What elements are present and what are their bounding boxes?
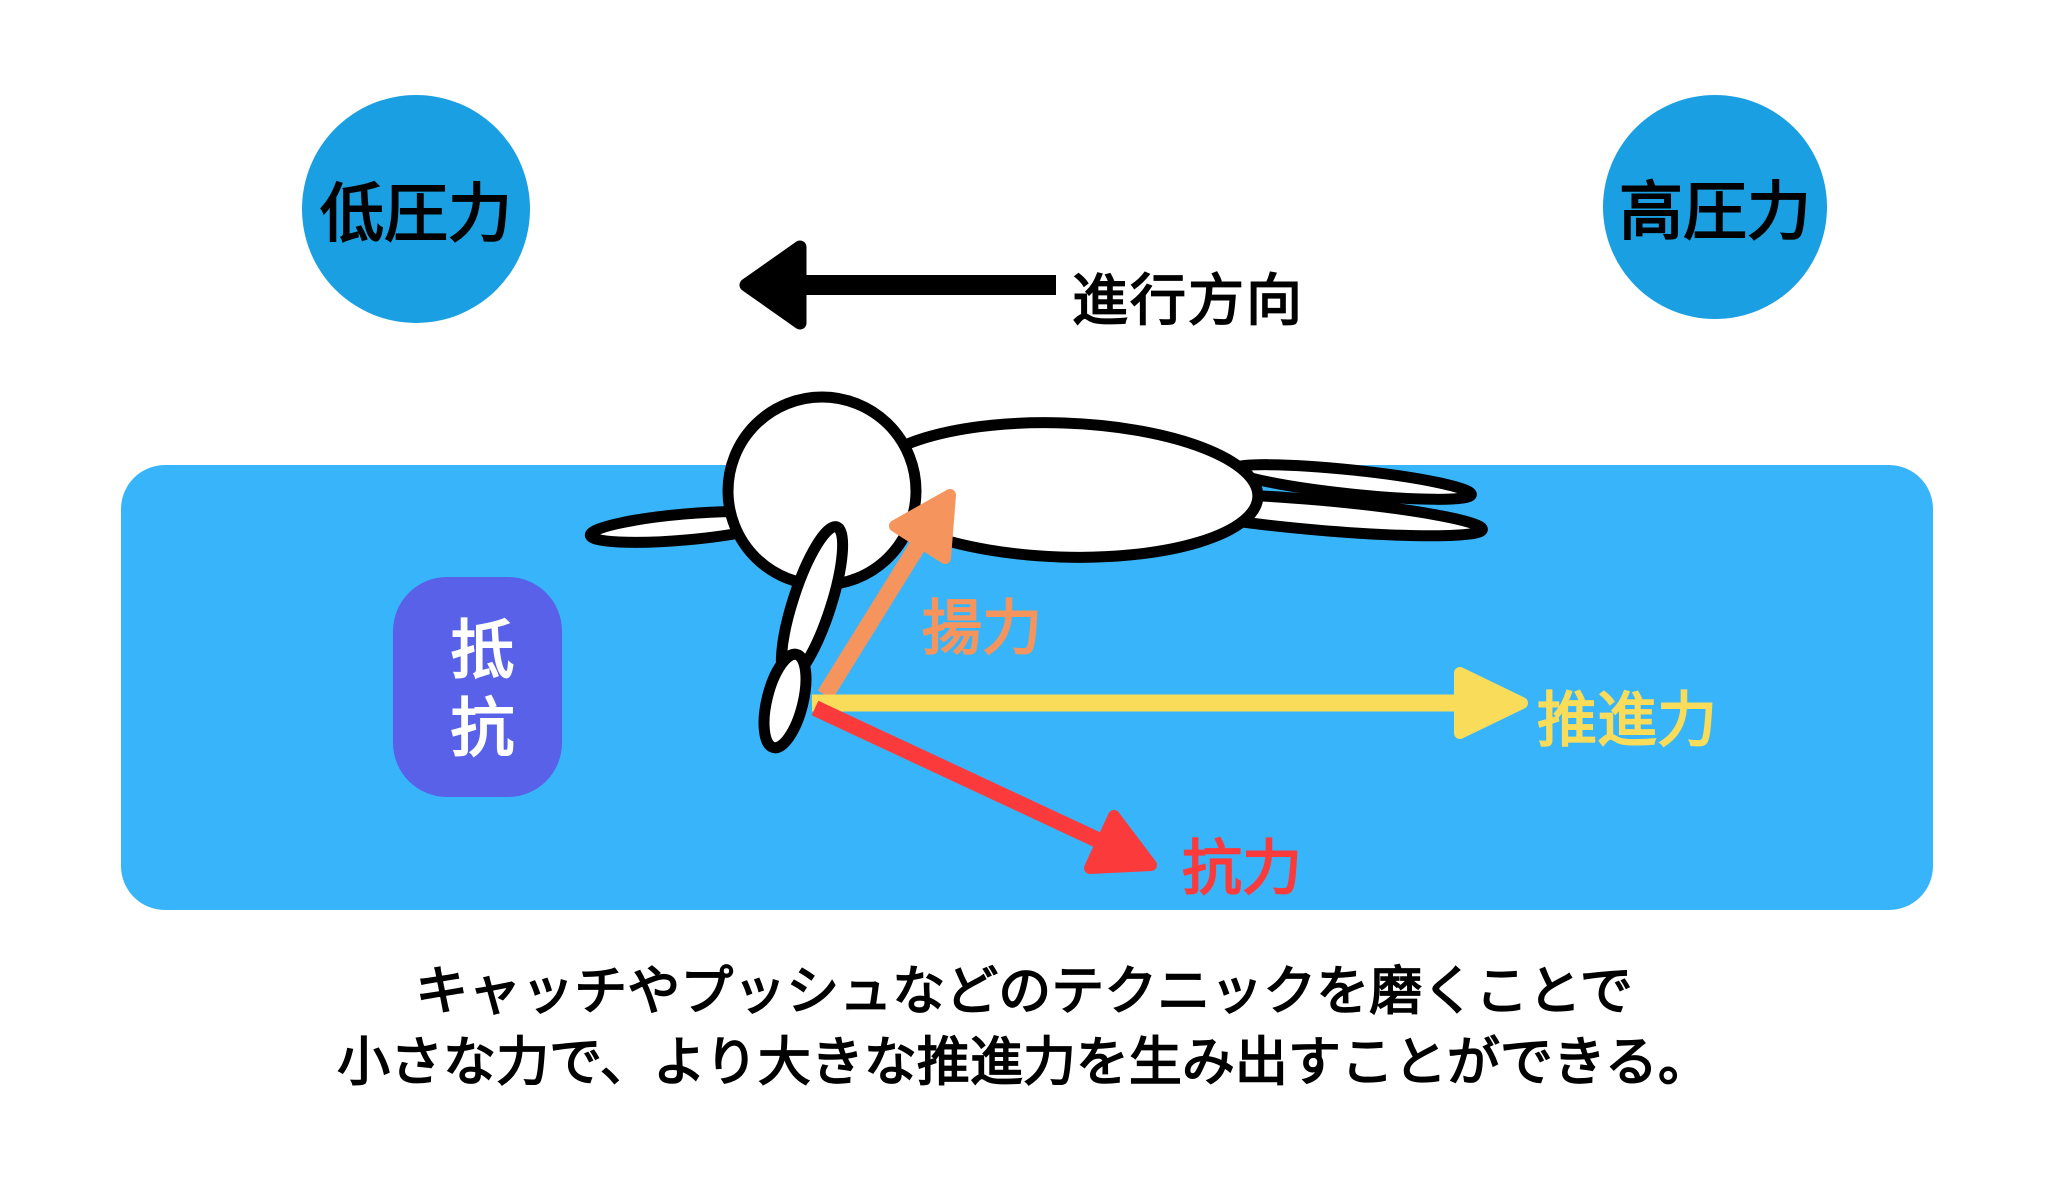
low-pressure-circle: 低圧力 [302, 95, 530, 323]
caption-line-1: キャッチやプッシュなどのテクニックを磨くことで [415, 962, 1633, 1021]
lift-force-label: 揚力 [922, 595, 1042, 662]
caption: キャッチやプッシュなどのテクニックを磨くことで 小さな力で、より大きな推進力を生… [0, 956, 2048, 1098]
direction-label: 進行方向 [1072, 269, 1304, 332]
swimmer-hand [758, 648, 812, 754]
low-pressure-label: 低圧力 [320, 178, 512, 250]
propulsion-force-label: 推進力 [1537, 687, 1717, 754]
lift-arrow-icon [817, 489, 956, 700]
direction-arrow-head [739, 240, 807, 330]
high-pressure-label: 高圧力 [1619, 176, 1811, 248]
caption-line-2: 小さな力で、より大きな推進力を生み出すことができる。 [337, 1033, 1711, 1092]
drag-arrow-head [1084, 810, 1157, 874]
lift-arrow-shaft [817, 537, 928, 700]
propulsion-arrow-head [1454, 667, 1528, 739]
direction-arrow-icon [739, 240, 1056, 330]
lift-arrow-head [889, 489, 956, 564]
propulsion-arrow-icon [812, 667, 1528, 739]
swimmer-figure [584, 391, 1488, 754]
drag-force-label: 抗力 [1182, 835, 1302, 902]
high-pressure-circle: 高圧力 [1603, 95, 1827, 319]
drag-arrow-shaft [811, 700, 1106, 850]
resistance-badge-label: 抵抗 [441, 616, 514, 772]
resistance-badge: 抵抗 [393, 577, 562, 797]
drag-arrow-icon [811, 700, 1157, 874]
